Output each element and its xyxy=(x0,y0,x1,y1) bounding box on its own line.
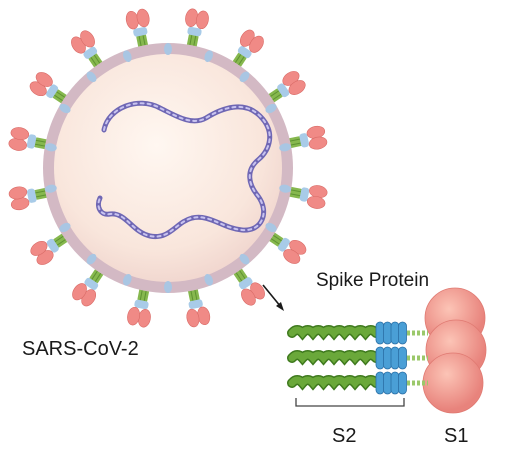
s2-subunit-label: S2 xyxy=(332,425,357,447)
membrane-protein xyxy=(279,184,292,193)
membrane-protein xyxy=(279,143,292,152)
membrane-protein xyxy=(86,71,97,83)
spike-trimer xyxy=(287,287,487,414)
viral-interior xyxy=(54,54,282,282)
membrane-protein xyxy=(86,253,97,265)
membrane-protein xyxy=(44,184,57,193)
membrane-protein xyxy=(204,50,213,62)
surface-spike xyxy=(127,285,151,328)
s1-subunit-label: S1 xyxy=(444,425,469,447)
membrane-protein xyxy=(204,274,213,286)
surface-spike xyxy=(285,185,328,209)
membrane-protein xyxy=(239,253,250,265)
membrane-protein xyxy=(123,274,132,286)
membrane-protein xyxy=(265,222,277,233)
spike-chain xyxy=(287,321,428,345)
membrane-protein xyxy=(164,43,172,55)
spike-chain xyxy=(287,346,428,370)
rna-genome xyxy=(95,100,273,240)
membrane-protein xyxy=(239,71,250,83)
pointer-arrow xyxy=(262,284,284,311)
spike-protein-title: Spike Protein xyxy=(316,270,430,291)
surface-spike xyxy=(231,265,265,306)
membrane-protein xyxy=(44,143,57,152)
surface-spike xyxy=(265,71,306,105)
virus-particle xyxy=(8,8,328,328)
surface-spike xyxy=(71,30,105,71)
spike-chain xyxy=(287,371,428,395)
spike-protein-detail xyxy=(287,287,487,414)
virus-label: SARS-CoV-2 xyxy=(22,338,139,360)
membrane-protein xyxy=(59,222,71,233)
membrane-protein xyxy=(123,50,132,62)
rna-strand-highlight xyxy=(97,102,271,238)
membrane-proteins xyxy=(44,43,292,293)
membrane-protein xyxy=(59,103,71,114)
membrane-protein xyxy=(265,103,277,114)
s1-head xyxy=(422,352,484,414)
s2-bracket xyxy=(295,398,405,407)
surface-spike xyxy=(72,266,106,307)
membrane-protein xyxy=(164,281,172,293)
